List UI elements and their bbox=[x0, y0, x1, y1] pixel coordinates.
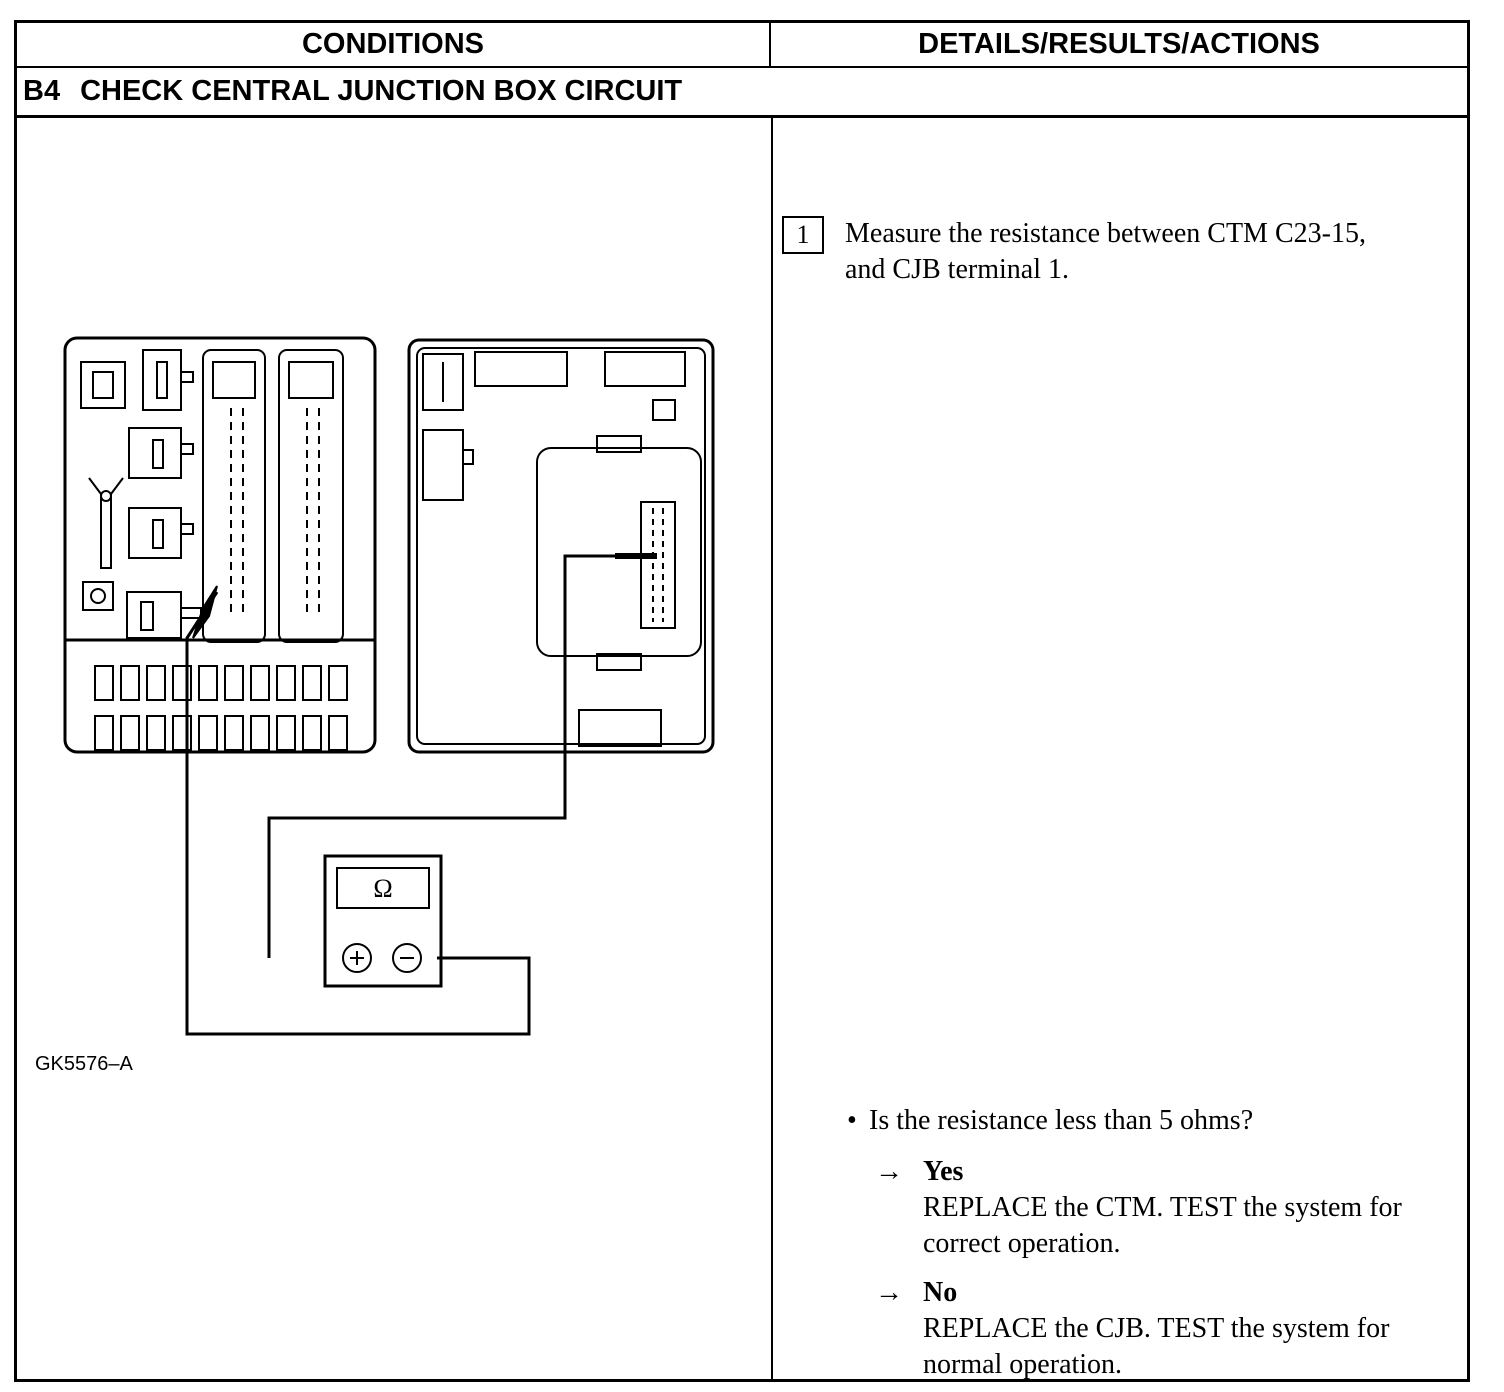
instruction-text: Measure the resistance between CTM C23-1… bbox=[845, 216, 1455, 288]
question: • Is the resistance less than 5 ohms? bbox=[847, 1103, 1254, 1139]
instruction-line-1: Measure the resistance between CTM C23-1… bbox=[845, 218, 1366, 249]
step-number: B4 bbox=[23, 75, 61, 107]
arrow-right-icon: → bbox=[875, 1277, 903, 1308]
positive-terminal bbox=[342, 943, 372, 973]
ctm-module bbox=[63, 336, 377, 754]
details-header: DETAILS/RESULTS/ACTIONS bbox=[771, 23, 1467, 68]
column-divider bbox=[771, 118, 773, 1382]
figure-id: GK5576–A bbox=[35, 1053, 133, 1075]
negative-lead bbox=[185, 591, 531, 1036]
answer-text: REPLACE the CTM. TEST the system for cor… bbox=[923, 1190, 1483, 1262]
diagram-drawing: Ω bbox=[63, 336, 715, 1036]
relay-group bbox=[80, 349, 202, 639]
answer-line: REPLACE the CJB. TEST the system for bbox=[923, 1313, 1390, 1344]
question-text: Is the resistance less than 5 ohms? bbox=[869, 1105, 1254, 1136]
cjb-module bbox=[407, 338, 715, 754]
conditions-header: CONDITIONS bbox=[17, 23, 771, 68]
fuse-block bbox=[94, 665, 348, 751]
bullet-icon: • bbox=[847, 1105, 857, 1136]
negative-terminal bbox=[392, 943, 422, 973]
ctm-connectors bbox=[202, 349, 344, 643]
wiring-diagram: Ω bbox=[17, 118, 771, 1118]
step-title-row: B4 CHECK CENTRAL JUNCTION BOX CIRCUIT bbox=[17, 68, 1467, 118]
answer-line: correct operation. bbox=[923, 1228, 1121, 1259]
ohmmeter-display bbox=[336, 867, 430, 909]
ohm-symbol: Ω bbox=[373, 874, 392, 903]
answer-text: REPLACE the CJB. TEST the system for nor… bbox=[923, 1311, 1483, 1383]
details-column: 1 Measure the resistance between CTM C23… bbox=[773, 118, 1467, 1382]
step-title: CHECK CENTRAL JUNCTION BOX CIRCUIT bbox=[80, 75, 683, 107]
procedure-table: CONDITIONS DETAILS/RESULTS/ACTIONS B4 CH… bbox=[14, 20, 1470, 1382]
positive-lead bbox=[267, 554, 617, 958]
instruction-line-2: and CJB terminal 1. bbox=[845, 254, 1069, 285]
arrow-right-icon: → bbox=[875, 1156, 903, 1187]
answer-line: normal operation. bbox=[923, 1349, 1123, 1380]
cjb-inner-connector bbox=[536, 447, 702, 657]
ohmmeter bbox=[323, 854, 443, 988]
answer-label: Yes bbox=[923, 1156, 964, 1187]
answer-label: No bbox=[923, 1277, 958, 1308]
substep-number: 1 bbox=[782, 216, 824, 254]
answer-line: REPLACE the CTM. TEST the system for bbox=[923, 1192, 1402, 1223]
